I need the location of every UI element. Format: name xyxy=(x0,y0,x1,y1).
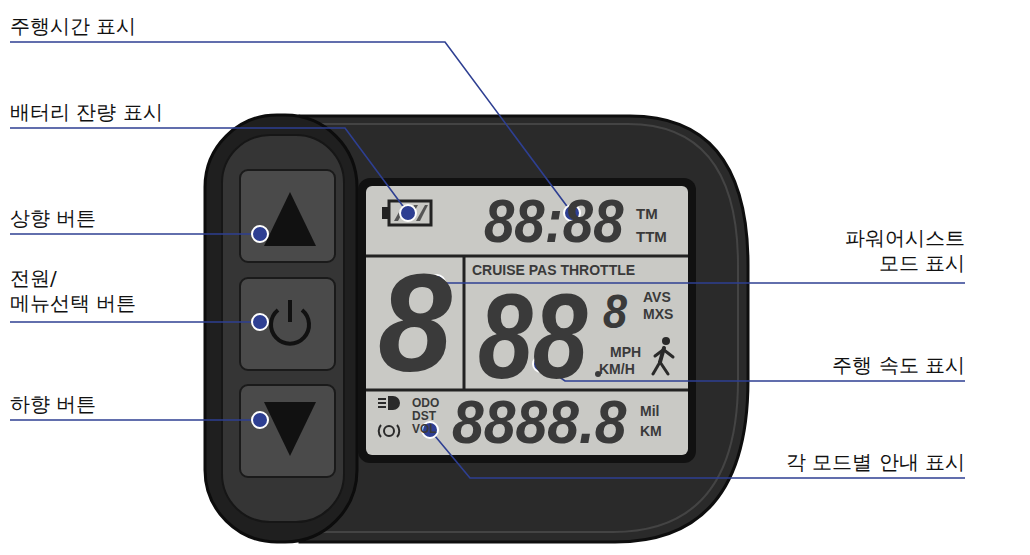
unit-label: Mil xyxy=(640,404,659,418)
unit-label: MPH xyxy=(610,345,641,359)
walk-icon xyxy=(653,337,673,374)
mode-label: CRUISE PAS THROTTLE xyxy=(472,263,635,277)
battery-nub xyxy=(382,207,389,219)
leader-dot xyxy=(252,412,268,428)
leader-line xyxy=(10,419,260,421)
leader-line xyxy=(10,321,260,323)
power-icon-bar xyxy=(288,300,292,322)
up-button xyxy=(240,170,335,262)
odometer-digits: 8888.8 xyxy=(452,391,626,453)
button-panel xyxy=(222,135,344,522)
time-digits: 88:88 xyxy=(484,190,624,252)
unit-label: KM/H xyxy=(599,362,635,376)
battery-icon xyxy=(389,201,431,225)
callout-label: 각 모드별 안내 표시 xyxy=(786,450,965,475)
leader-dot xyxy=(252,226,268,242)
callout-label: 하향 버튼 xyxy=(10,392,96,417)
leader-dot xyxy=(252,314,268,330)
down-triangle xyxy=(264,402,316,456)
unit-label: MXS xyxy=(643,307,673,321)
mode-label: DST xyxy=(412,410,436,422)
callout-label: 상향 버튼 xyxy=(10,206,96,231)
power-button xyxy=(240,278,335,370)
unit-label: TTM xyxy=(636,229,667,244)
speed-digit: 8 xyxy=(603,288,627,336)
leader-line xyxy=(10,128,408,213)
leader-line xyxy=(10,42,572,213)
lcd-screen xyxy=(366,186,688,455)
leader-lines xyxy=(10,42,965,478)
body-rim xyxy=(310,124,738,532)
callout-label: 전원/ 메뉴선택 버튼 xyxy=(10,266,136,316)
unit-label: AVS xyxy=(643,290,671,304)
leader-line xyxy=(10,233,260,235)
unit-label: TM xyxy=(636,206,658,221)
unit-label: KM xyxy=(640,424,662,438)
callout-label: 주행시간 표시 xyxy=(10,14,136,39)
mode-label: ODO xyxy=(412,397,439,409)
leader-dot xyxy=(400,205,416,221)
callout-label: 주행 속도 표시 xyxy=(832,353,965,378)
button-housing xyxy=(205,115,357,542)
lcd-bezel xyxy=(358,178,696,463)
down-button xyxy=(240,385,335,477)
up-triangle xyxy=(264,192,316,246)
callout-label: 파워어시스트 모드 표시 xyxy=(845,226,965,276)
mode-digit: 8 xyxy=(378,253,452,393)
headlight-icon xyxy=(378,397,399,409)
lcd-divider xyxy=(463,256,466,390)
speed-digits: 88 xyxy=(478,276,587,396)
mode-label: VOL xyxy=(412,423,437,435)
brake-icon xyxy=(379,425,400,437)
battery-bars xyxy=(394,205,428,221)
callout-label: 배터리 잔량 표시 xyxy=(10,100,163,125)
